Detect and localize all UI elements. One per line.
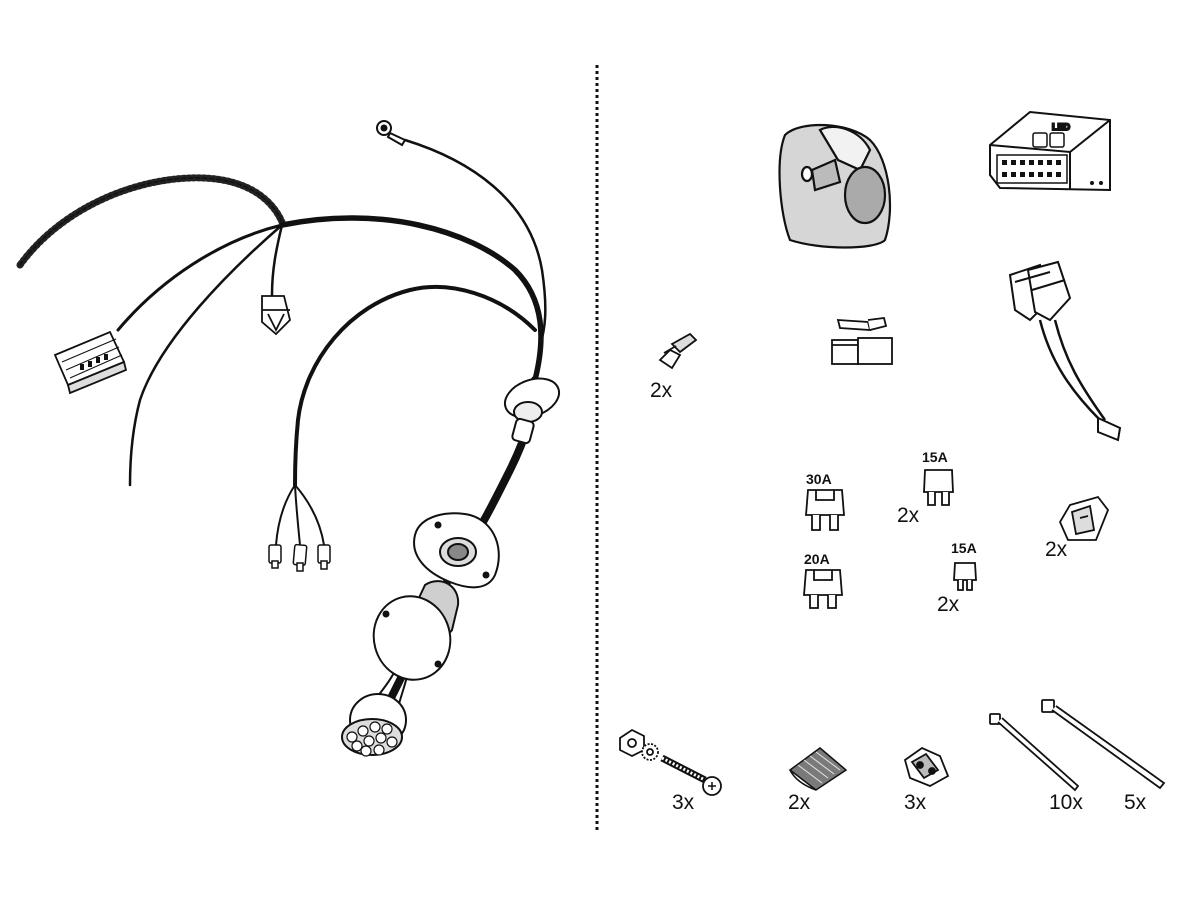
cable-tie-long-qty: 10x: [1049, 791, 1083, 814]
ring-terminal-wire: [403, 138, 547, 347]
grommet-upper: [503, 377, 561, 445]
cable-clip-qty: 3x: [904, 791, 927, 814]
adhesive-pad-qty: 2x: [788, 791, 811, 814]
fuse-15a-top-label: 15A: [922, 449, 948, 465]
cable-clip: [903, 746, 950, 787]
small-plug: [261, 295, 291, 336]
round-socket: [341, 693, 407, 757]
bolt-set: [619, 728, 722, 796]
main-cable: [279, 215, 544, 383]
coiled-wire: [16, 174, 286, 269]
fuse-20a-label: 20A: [804, 551, 830, 567]
wiring-harness: [16, 138, 547, 714]
adhesive-pad: [788, 747, 848, 791]
terminal-wire: [293, 285, 537, 487]
cable-tie-short: [1041, 699, 1166, 790]
fuse-15a-small-qty: 2x: [937, 593, 960, 616]
fuse-30a: [805, 489, 845, 531]
small-connector-qty: 2x: [650, 379, 673, 402]
mounting-flange: [413, 512, 500, 589]
relay-harness: [1008, 260, 1122, 442]
spade-terminals: [268, 543, 331, 572]
bolt-set-qty: 3x: [672, 791, 695, 814]
fuse-holder: [1058, 495, 1110, 541]
fuse-15a-top: [923, 469, 954, 506]
fuse-holder-qty: 2x: [1045, 538, 1068, 561]
connector-wire: [116, 223, 284, 332]
fuse-15a-small: [953, 562, 977, 591]
socket-plate: [372, 595, 452, 681]
fuse-30a-label: 30A: [806, 471, 832, 487]
fuse-20a: [803, 569, 843, 609]
small-connector: [658, 332, 698, 370]
cable-tie-long: [989, 713, 1080, 792]
socket-housing: [778, 123, 892, 249]
connector-pair: [831, 317, 893, 365]
led-module: LED: [989, 110, 1111, 192]
module-logo-text: LED: [1052, 122, 1071, 132]
cable-tie-short-qty: 5x: [1124, 791, 1147, 814]
long-wire: [128, 223, 284, 487]
plug-wire: [270, 223, 284, 297]
fuse-15a-top-qty: 2x: [897, 504, 920, 527]
multi-pin-connector: [53, 330, 128, 395]
fuse-15a-small-label: 15A: [951, 540, 977, 556]
ring-terminal: [376, 120, 407, 147]
